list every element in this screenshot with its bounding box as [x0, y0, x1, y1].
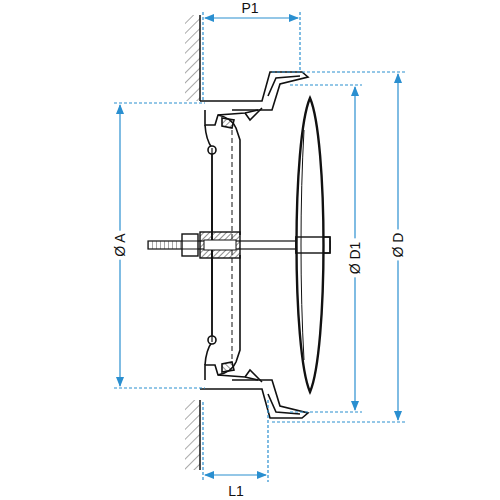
dimension-label: Ø A: [112, 230, 128, 259]
dimension-label: L1: [225, 483, 247, 499]
dimension-label: P1: [238, 0, 261, 16]
valve-disc: [297, 98, 324, 392]
valve-body: [200, 72, 308, 310]
dimension-label: Ø D: [390, 230, 406, 261]
dimension-lines: [114, 12, 405, 482]
dimension-label: Ø D1: [347, 239, 363, 278]
